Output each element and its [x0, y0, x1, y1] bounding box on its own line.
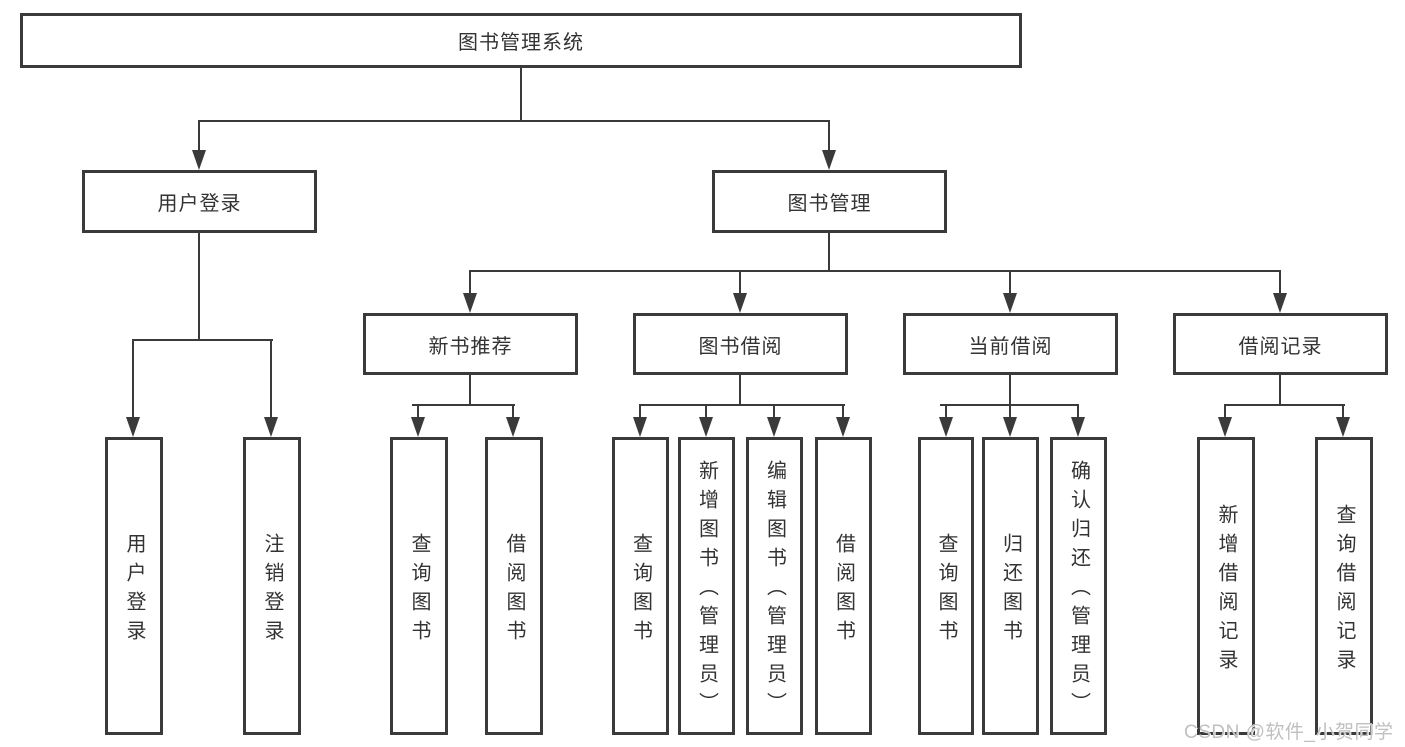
- leaf-return-books: 归还图书: [982, 437, 1039, 735]
- arrow-shaft: [132, 339, 134, 421]
- arrow-shaft: [198, 120, 200, 154]
- arrow-to-add-borrow-record: [1218, 404, 1232, 437]
- arrow-down-icon: [264, 417, 278, 437]
- leaf-query-books-recommend: 查询图书: [390, 437, 448, 735]
- arrow-to-book-management: [822, 120, 836, 170]
- node-user-login: 用户登录: [82, 170, 317, 233]
- arrow-shaft: [639, 404, 641, 421]
- csdn-watermark: CSDN @软件_小贺同学: [1184, 722, 1394, 743]
- leaf-query-borrow-record: 查询借阅记录: [1315, 437, 1373, 735]
- leaf-add-books-admin: 新增图书（管理员）: [678, 437, 735, 735]
- leaf-query-books-current: 查询图书: [918, 437, 974, 735]
- node-root-library-management-system: 图书管理系统: [20, 13, 1022, 68]
- leaf-borrow-books: 借阅图书: [815, 437, 872, 735]
- arrow-to-add-books: [699, 404, 713, 437]
- arrow-shaft: [1077, 404, 1079, 421]
- arrow-down-icon: [1273, 293, 1287, 313]
- current-drop-line: [1009, 373, 1011, 406]
- arrow-shaft: [828, 120, 830, 154]
- arrow-to-current-borrowing: [1003, 270, 1017, 313]
- borrowing-branch-line: [639, 404, 845, 406]
- leaf-user-login: 用户登录: [105, 437, 163, 735]
- arrow-shaft: [469, 270, 471, 297]
- leaf-borrow-books-recommend: 借阅图书: [485, 437, 543, 735]
- arrow-shaft: [842, 404, 844, 421]
- borrowing-drop-line: [739, 373, 741, 406]
- arrow-shaft: [739, 270, 741, 297]
- arrow-shaft: [1342, 404, 1344, 421]
- arrow-down-icon: [767, 417, 781, 437]
- arrow-down-icon: [506, 417, 520, 437]
- arrow-down-icon: [463, 293, 477, 313]
- arrow-to-book-borrowing: [733, 270, 747, 313]
- arrow-to-return-books: [1003, 404, 1017, 437]
- leaf-query-books-borrowing: 查询图书: [612, 437, 669, 735]
- arrow-down-icon: [836, 417, 850, 437]
- node-book-management: 图书管理: [712, 170, 947, 233]
- arrow-shaft: [1224, 404, 1226, 421]
- leaf-logout: 注销登录: [243, 437, 301, 735]
- recommendation-drop-line: [469, 373, 471, 406]
- arrow-to-borrowing-records: [1273, 270, 1287, 313]
- arrow-down-icon: [1003, 293, 1017, 313]
- arrow-down-icon: [939, 417, 953, 437]
- leaf-confirm-return-admin: 确认归还（管理员）: [1050, 437, 1107, 735]
- arrow-to-query-borrow-record: [1336, 404, 1350, 437]
- arrow-to-confirm-return: [1071, 404, 1085, 437]
- arrow-shaft: [417, 404, 419, 421]
- arrow-down-icon: [1336, 417, 1350, 437]
- arrow-shaft: [1009, 270, 1011, 297]
- leaf-edit-books-admin: 编辑图书（管理员）: [746, 437, 803, 735]
- root-drop-line: [520, 68, 522, 122]
- arrow-shaft: [512, 404, 514, 421]
- arrow-to-leaf-logout: [264, 339, 278, 437]
- records-branch-line: [1224, 404, 1345, 406]
- arrow-down-icon: [192, 150, 206, 170]
- book-management-drop-line: [828, 233, 830, 272]
- node-borrowing-records: 借阅记录: [1173, 313, 1388, 375]
- arrow-down-icon: [699, 417, 713, 437]
- arrow-to-query-books-borrowing: [633, 404, 647, 437]
- arrow-to-borrow-books-recommend: [506, 404, 520, 437]
- arrow-to-borrow-books: [836, 404, 850, 437]
- node-book-borrowing: 图书借阅: [633, 313, 848, 375]
- arrow-down-icon: [633, 417, 647, 437]
- arrow-to-query-books-recommend: [411, 404, 425, 437]
- arrow-to-query-books-current: [939, 404, 953, 437]
- arrow-shaft: [270, 339, 272, 421]
- user-login-branch-line: [132, 339, 273, 341]
- arrow-shaft: [773, 404, 775, 421]
- book-management-branch-line: [469, 270, 1281, 272]
- arrow-shaft: [1009, 404, 1011, 421]
- leaf-add-borrow-record: 新增借阅记录: [1197, 437, 1255, 735]
- arrow-to-user-login: [192, 120, 206, 170]
- arrow-down-icon: [733, 293, 747, 313]
- arrow-shaft: [1279, 270, 1281, 297]
- arrow-to-leaf-user-login: [126, 339, 140, 437]
- arrow-shaft: [945, 404, 947, 421]
- node-current-borrowing: 当前借阅: [903, 313, 1118, 375]
- arrow-shaft: [705, 404, 707, 421]
- user-login-drop-line: [198, 233, 200, 341]
- arrow-down-icon: [1003, 417, 1017, 437]
- arrow-down-icon: [1071, 417, 1085, 437]
- recommendation-branch-line: [412, 404, 515, 406]
- records-drop-line: [1279, 373, 1281, 406]
- arrow-down-icon: [822, 150, 836, 170]
- arrow-down-icon: [126, 417, 140, 437]
- arrow-to-edit-books: [767, 404, 781, 437]
- node-new-book-recommendation: 新书推荐: [363, 313, 578, 375]
- arrow-down-icon: [1218, 417, 1232, 437]
- root-branch-line: [198, 120, 830, 122]
- arrow-to-new-book-recommendation: [463, 270, 477, 313]
- arrow-down-icon: [411, 417, 425, 437]
